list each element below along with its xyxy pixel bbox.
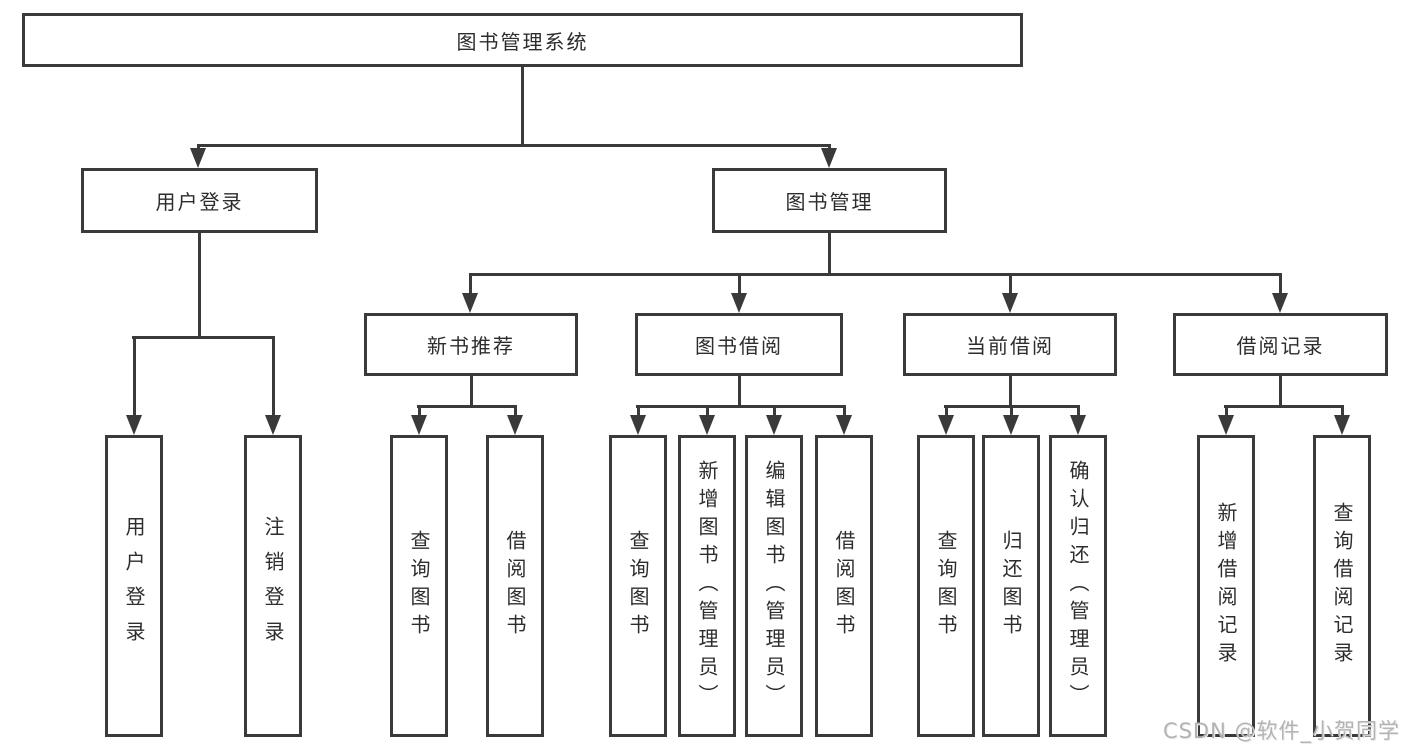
connector-line (469, 273, 1282, 276)
connector-line (1010, 405, 1013, 418)
connector-line (1009, 273, 1012, 297)
node-label: 图书管理 (785, 190, 874, 214)
arrowhead-icon (265, 415, 281, 435)
leaf-user-login: 用户登录 (105, 435, 163, 737)
arrowhead-icon (126, 415, 142, 435)
connector-line (843, 405, 846, 418)
connector-line (133, 336, 136, 418)
connector-line (1279, 376, 1282, 408)
node-label: 借阅图书 (503, 530, 527, 642)
connector-line (637, 405, 640, 418)
connector-line (636, 405, 846, 408)
arrowhead-icon (411, 415, 427, 435)
leaf-current-query-books: 查询图书 (917, 435, 975, 737)
node-label: 新增借阅记录 (1214, 502, 1238, 670)
connector-line (514, 405, 517, 418)
arrowhead-icon (190, 148, 206, 168)
connector-line (469, 273, 472, 297)
leaf-recommend-borrow-books: 借阅图书 (486, 435, 544, 737)
leaf-logout: 注销登录 (244, 435, 302, 737)
leaf-add-borrow-record: 新增借阅记录 (1197, 435, 1255, 737)
connector-line (738, 376, 741, 408)
node-label: 用户登录 (155, 190, 244, 214)
connector-line (1077, 405, 1080, 418)
node-label: 图书借阅 (695, 334, 783, 358)
node-borrowing-records: 借阅记录 (1173, 313, 1388, 376)
connector-line (198, 233, 201, 339)
arrowhead-icon (731, 293, 747, 313)
leaf-recommend-query-books: 查询图书 (390, 435, 448, 737)
node-book-management: 图书管理 (712, 168, 947, 233)
connector-line (1279, 273, 1282, 297)
node-label: 编辑图书（管理员） (762, 460, 786, 712)
arrowhead-icon (630, 415, 646, 435)
node-label: 新书推荐 (427, 334, 515, 358)
arrowhead-icon (699, 415, 715, 435)
arrowhead-icon (1002, 293, 1018, 313)
arrowhead-icon (1218, 415, 1234, 435)
leaf-add-books-admin: 新增图书（管理员） (678, 435, 736, 737)
arrowhead-icon (1003, 415, 1019, 435)
node-label: 借阅图书 (832, 530, 856, 642)
arrowhead-icon (836, 415, 852, 435)
connector-line (272, 336, 275, 418)
arrowhead-icon (766, 415, 782, 435)
leaf-edit-books-admin: 编辑图书（管理员） (745, 435, 803, 737)
node-book-borrowing: 图书借阅 (635, 313, 843, 376)
node-label: 确认归还（管理员） (1066, 460, 1090, 712)
node-label: 查询借阅记录 (1330, 502, 1354, 670)
connector-line (773, 405, 776, 418)
connector-line (945, 405, 948, 418)
node-current-borrowing: 当前借阅 (903, 313, 1117, 376)
node-label: 新增图书（管理员） (695, 460, 719, 712)
node-label: 查询图书 (626, 530, 650, 642)
node-label: 当前借阅 (966, 334, 1054, 358)
node-label: 归还图书 (999, 530, 1023, 642)
connector-line (1341, 405, 1344, 418)
connector-line (706, 405, 709, 418)
node-new-book-recommendation: 新书推荐 (364, 313, 578, 376)
arrowhead-icon (821, 148, 837, 168)
arrowhead-icon (938, 415, 954, 435)
csdn-watermark: CSDN @软件_小贺同学 (1162, 719, 1400, 743)
node-label: 查询图书 (407, 530, 431, 642)
connector-line (1225, 405, 1228, 418)
arrowhead-icon (462, 293, 478, 313)
node-user-login: 用户登录 (81, 168, 318, 233)
leaf-confirm-return-admin: 确认归还（管理员） (1049, 435, 1107, 737)
leaf-return-books: 归还图书 (982, 435, 1040, 737)
connector-line (417, 405, 517, 408)
leaf-borrow-books: 借阅图书 (815, 435, 873, 737)
connector-line (1009, 376, 1012, 408)
connector-line (1224, 405, 1344, 408)
arrowhead-icon (1272, 293, 1288, 313)
arrowhead-icon (507, 415, 523, 435)
connector-line (470, 376, 473, 408)
connector-line (197, 144, 830, 147)
connector-line (828, 233, 831, 276)
connector-line (132, 336, 275, 339)
node-label: 查询图书 (934, 530, 958, 642)
arrowhead-icon (1334, 415, 1350, 435)
connector-line (738, 273, 741, 297)
leaf-borrow-query-books: 查询图书 (609, 435, 667, 737)
node-label: 用户登录 (122, 516, 146, 656)
connector-line (418, 405, 421, 418)
leaf-query-borrow-record: 查询借阅记录 (1313, 435, 1371, 737)
node-label: 借阅记录 (1236, 334, 1325, 358)
connector-line (521, 67, 524, 147)
node-root-library-system: 图书管理系统 (22, 13, 1023, 67)
arrowhead-icon (1070, 415, 1086, 435)
node-label: 注销登录 (261, 516, 285, 656)
node-label: 图书管理系统 (456, 29, 589, 54)
